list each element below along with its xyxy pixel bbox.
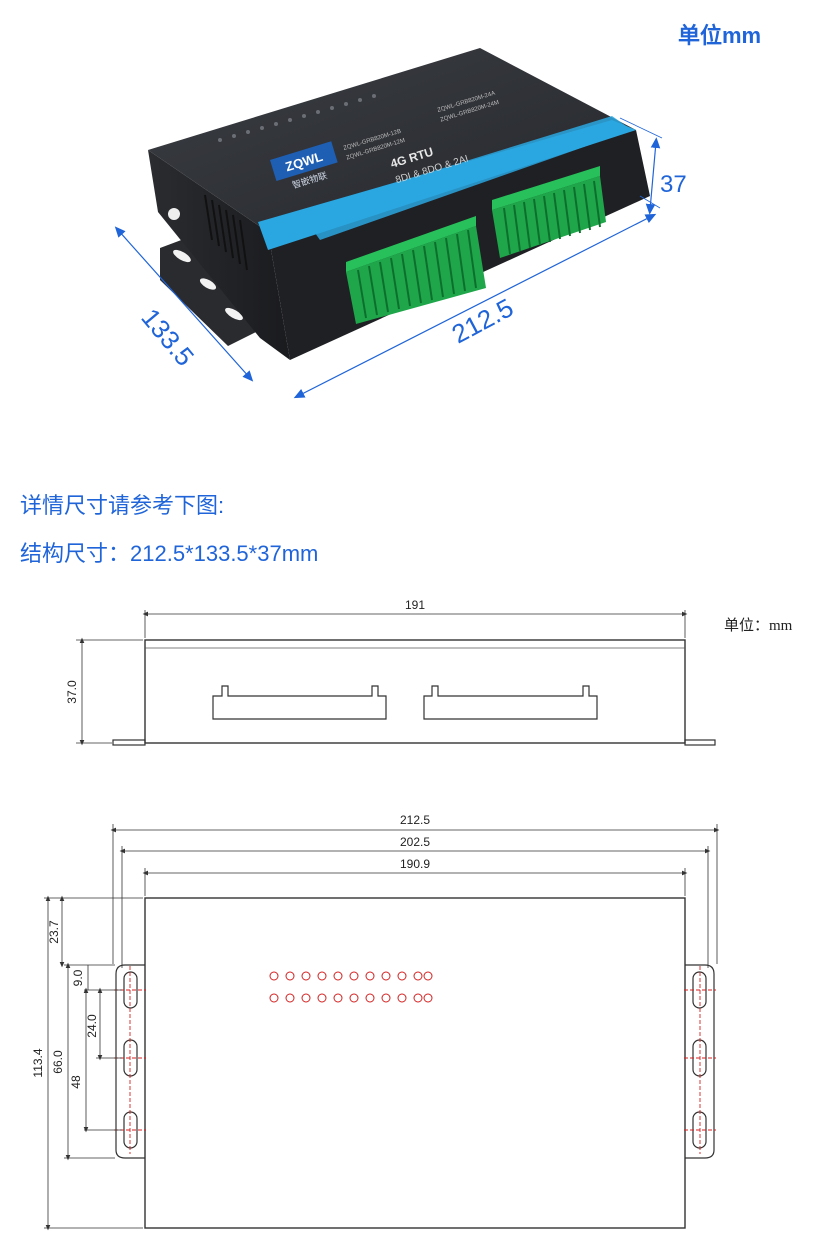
front-terminal-cutout-right — [423, 685, 598, 720]
dim-line-width — [293, 213, 657, 399]
technical-drawings: 191 37.0 — [31, 598, 720, 1231]
front-flange-right — [684, 739, 716, 746]
intro-line-1: 详情尺寸请参考下图: — [20, 493, 225, 518]
intro-line-2: 结构尺寸：212.5*133.5*37mm — [20, 541, 319, 566]
top-dim-202: 202.5 — [400, 835, 430, 849]
top-led-row — [218, 94, 376, 142]
dim-line-height — [645, 137, 661, 215]
front-flange-left — [112, 739, 146, 746]
product-photo: ZQWL 智嵌物联 4G RTU 8DI & 8DO & 2AI ZQWL-GR… — [114, 48, 687, 399]
top-dim-9: 9.0 — [71, 969, 85, 986]
front-view-body — [144, 639, 686, 744]
front-dim-width: 191 — [405, 598, 425, 612]
drawing-unit-label: 单位：mm — [724, 618, 793, 634]
logo-box — [270, 141, 338, 182]
top-dim-190: 190.9 — [400, 857, 430, 871]
top-dim-66: 66.0 — [51, 1050, 65, 1074]
dim-label-depth: 133.5 — [135, 303, 200, 372]
device-top-face — [148, 48, 636, 232]
top-ear-left — [115, 964, 145, 1159]
front-view: 191 37.0 — [65, 598, 716, 746]
side-power-jack — [168, 208, 180, 220]
top-view-body — [144, 897, 686, 1229]
dim-line-depth — [114, 226, 254, 382]
top-dim-24: 24.0 — [85, 1014, 99, 1038]
led-hole-grid — [269, 971, 433, 1003]
top-dim-113: 113.4 — [31, 1048, 45, 1077]
unit-label-top: 单位mm — [678, 23, 762, 48]
dim-label-height: 37 — [660, 171, 687, 198]
top-dim-23: 23.7 — [47, 920, 61, 944]
front-terminal-cutout-left — [212, 685, 387, 720]
panel-blue-stripe-band — [300, 116, 632, 240]
front-dim-height: 37.0 — [65, 680, 79, 704]
dim-label-width: 212.5 — [447, 292, 519, 349]
top-view: 212.5 202.5 190.9 113.4 23.7 66.0 9.0 48… — [31, 813, 720, 1231]
top-ear-right — [685, 964, 715, 1159]
top-dim-212: 212.5 — [400, 813, 430, 827]
top-dim-48: 48 — [69, 1075, 83, 1089]
ear-hole-centerlines — [114, 966, 716, 1154]
